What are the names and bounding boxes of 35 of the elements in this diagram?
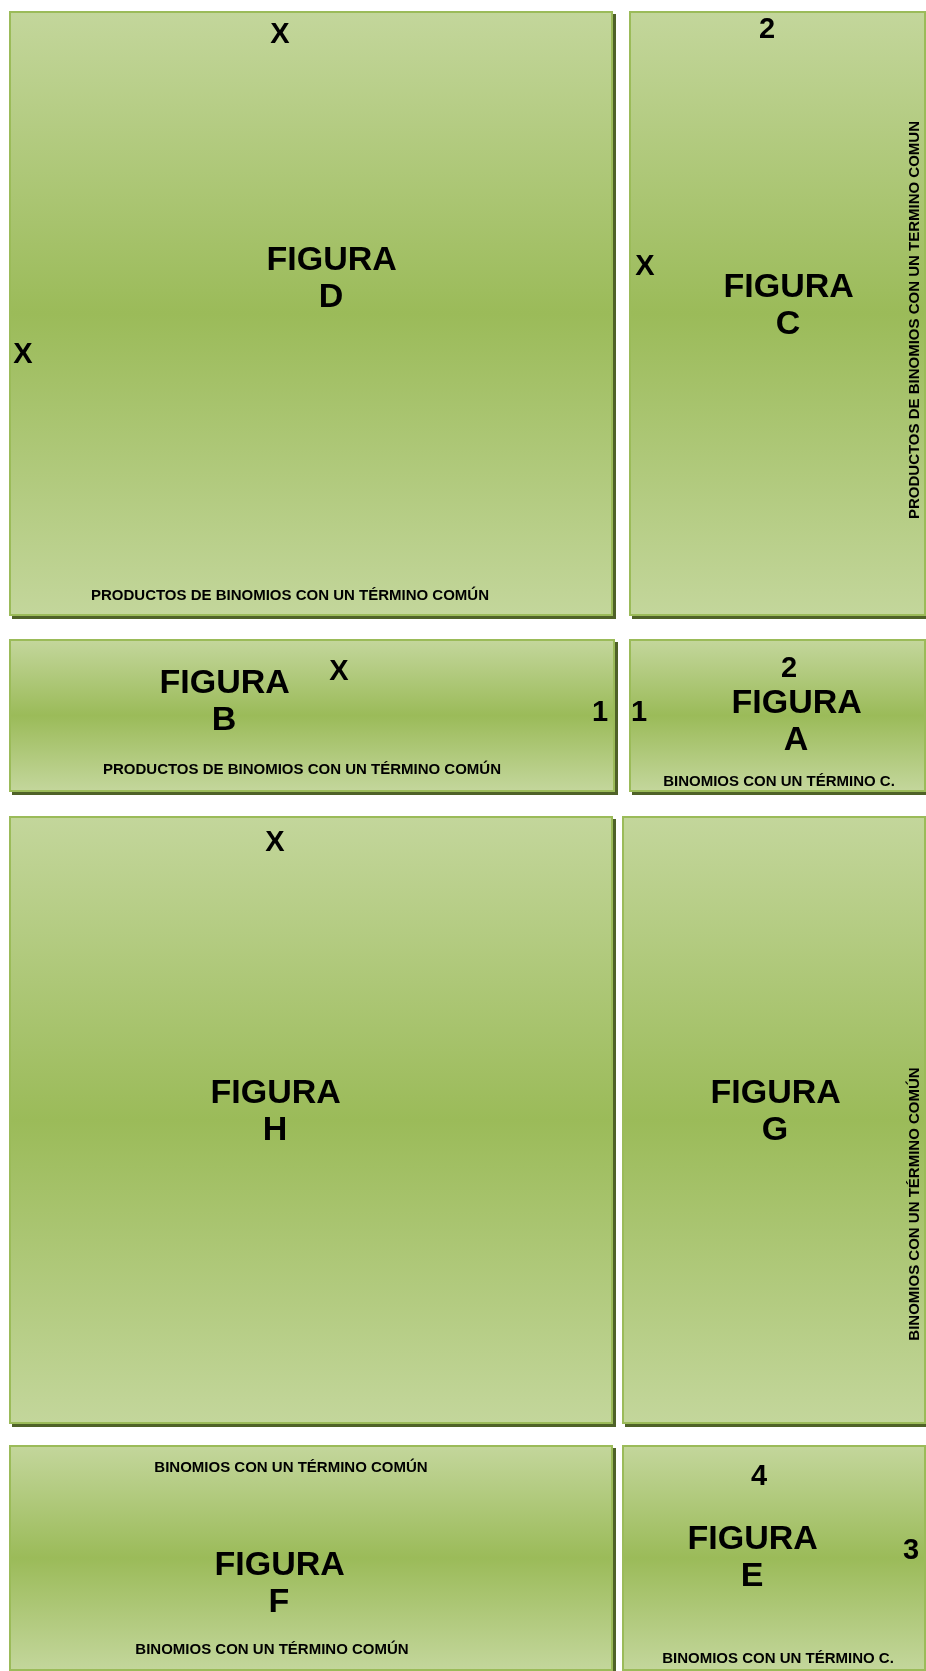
caption-text: BINOMIOS CON UN TÉRMINO COMÚN — [154, 1458, 428, 1476]
dimension-label: 1 — [591, 696, 609, 728]
caption-text: BINOMIOS CON UN TÉRMINO COMÚN — [905, 1067, 923, 1341]
figure-title: FIGURA A — [731, 682, 861, 758]
figure-panel — [629, 639, 926, 792]
caption-text: BINOMIOS CON UN TÉRMINO COMÚN — [135, 1640, 409, 1658]
figure-title: FIGURA E — [687, 1518, 817, 1594]
caption-text: BINOMIOS CON UN TÉRMINO C. — [663, 772, 895, 790]
figure-panel — [9, 11, 613, 616]
figure-title: FIGURA H — [210, 1072, 340, 1148]
figure-panel — [9, 816, 613, 1424]
dimension-label: X — [13, 338, 33, 370]
caption-text: PRODUCTOS DE BINOMIOS CON UN TÉRMINO COMÚN — [102, 760, 502, 778]
dimension-label: 4 — [750, 1460, 768, 1492]
figure-title: FIGURA C — [723, 266, 853, 342]
figure-title: FIGURA F — [214, 1544, 344, 1620]
caption-text: PRODUCTOS DE BINOMIOS CON UN TÉRMINO COMÚN — [90, 586, 490, 604]
figure-panel — [622, 1445, 926, 1671]
figure-title: FIGURA D — [266, 239, 396, 315]
figure-panel — [9, 1445, 613, 1671]
figure-panel — [622, 816, 926, 1424]
dimension-label: 1 — [630, 696, 648, 728]
dimension-label: 2 — [758, 13, 776, 45]
dimension-label: X — [635, 250, 655, 282]
dimension-label: X — [270, 18, 290, 50]
caption-text: PRODUCTOS DE BINOMIOS CON UN TERMINO COMUN — [905, 120, 923, 520]
dimension-label: 3 — [902, 1534, 920, 1566]
figure-panel — [9, 639, 615, 792]
figure-title: FIGURA G — [710, 1072, 840, 1148]
dimension-label: X — [265, 826, 285, 858]
figure-panel — [629, 11, 926, 616]
dimension-label: X — [329, 655, 349, 687]
caption-text: BINOMIOS CON UN TÉRMINO C. — [662, 1649, 894, 1667]
figure-title: FIGURA B — [159, 662, 289, 738]
dimension-label: 2 — [780, 652, 798, 684]
